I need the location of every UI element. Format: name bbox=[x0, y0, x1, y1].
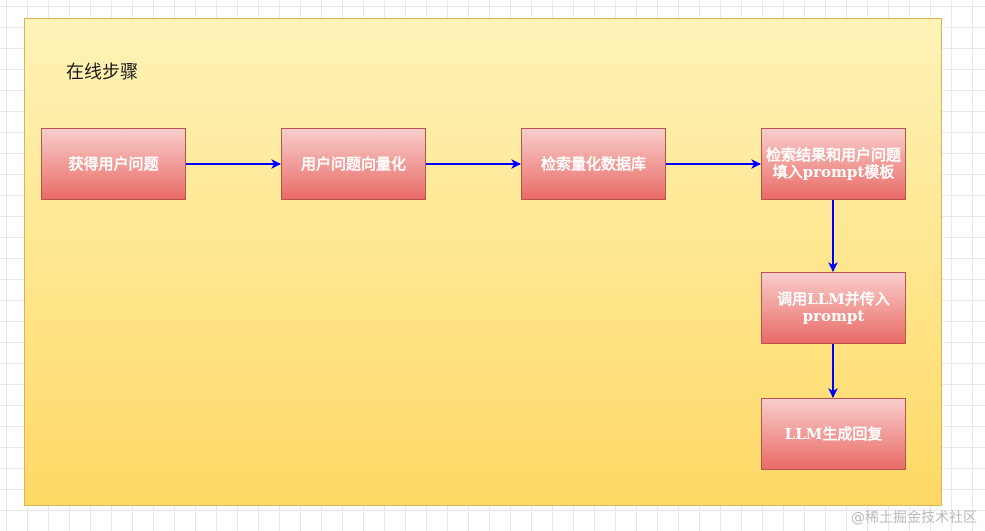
step-vectorize-question[interactable]: 用户问题向量化 bbox=[281, 128, 426, 200]
step-label: 获得用户问题 bbox=[68, 154, 159, 173]
step-call-llm[interactable]: 调用LLM并传入prompt bbox=[761, 272, 906, 344]
step-get-question[interactable]: 获得用户问题 bbox=[41, 128, 186, 200]
step-label: 调用LLM并传入prompt bbox=[777, 290, 890, 325]
step-fill-prompt-template[interactable]: 检索结果和用户问题填入prompt模板 bbox=[761, 128, 906, 200]
step-label: 检索结果和用户问题填入prompt模板 bbox=[766, 146, 902, 181]
step-search-vector-db[interactable]: 检索量化数据库 bbox=[521, 128, 666, 200]
step-label: 用户问题向量化 bbox=[300, 154, 406, 173]
watermark: @稀土掘金技术社区 bbox=[851, 510, 977, 526]
step-label: LLM生成回复 bbox=[784, 424, 883, 443]
panel-title: 在线步骤 bbox=[66, 62, 138, 83]
step-label: 检索量化数据库 bbox=[540, 154, 646, 173]
step-llm-reply[interactable]: LLM生成回复 bbox=[761, 398, 906, 470]
